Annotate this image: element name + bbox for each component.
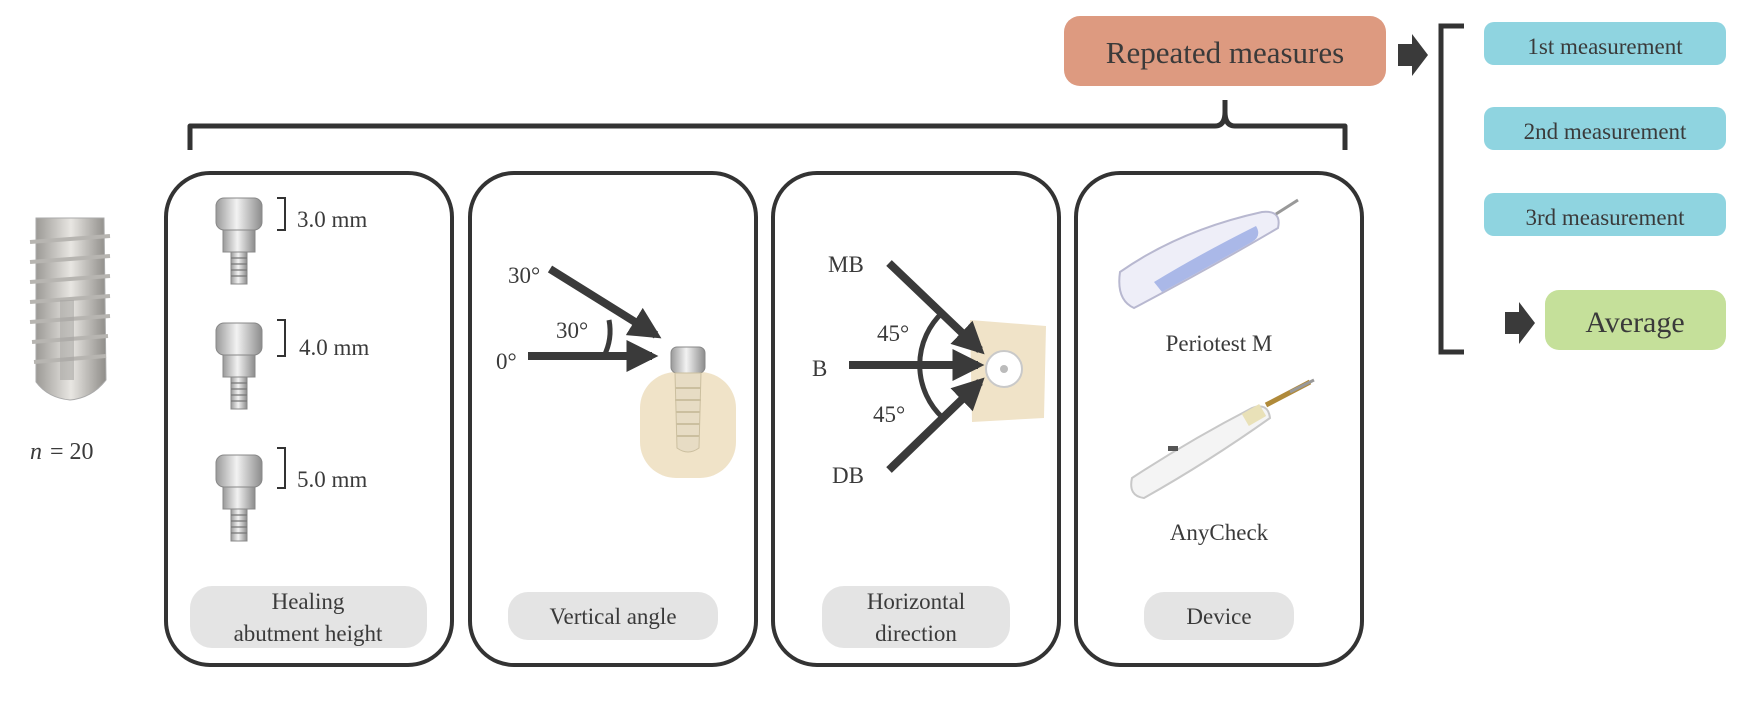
height-bracket — [277, 197, 286, 231]
average-label: Average — [1585, 306, 1684, 339]
angle-label-mid: 30° — [556, 318, 588, 343]
panel-caption: Device — [1186, 604, 1251, 629]
implant-icon — [670, 346, 706, 453]
arrow-mb — [886, 260, 985, 355]
height-label: 5.0 mm — [297, 467, 367, 492]
arrow-30-degree — [547, 265, 662, 339]
arrow-db — [886, 377, 985, 473]
panel-horizontal-direction: MB B DB 45° 45° Horizontal direction — [771, 171, 1061, 667]
panel-healing-abutment: 3.0 mm 4.0 mm 5.0 mm Healing abutment he… — [164, 171, 454, 667]
height-label: 4.0 mm — [299, 335, 369, 360]
anycheck-device-icon — [1130, 378, 1315, 500]
implant-sample: n = 20 — [29, 217, 111, 465]
direction-b: B — [812, 356, 827, 381]
panel-caption: Healing — [272, 589, 345, 614]
measurements-bracket — [1438, 23, 1464, 355]
arrow-right-icon — [1505, 302, 1535, 344]
panel-caption: abutment height — [234, 621, 383, 646]
height-bracket — [277, 447, 286, 489]
grouping-bracket — [187, 100, 1348, 150]
measurement-item: 2nd measurement — [1484, 107, 1726, 150]
panel-device: Periotest M AnyCheck Device — [1074, 171, 1364, 667]
repeated-measures-label: Repeated measures — [1106, 35, 1344, 70]
measurement-list: 1st measurement 2nd measurement 3rd meas… — [1484, 22, 1726, 236]
repeated-measures-box: Repeated measures — [1064, 16, 1386, 86]
angle-arc — [917, 310, 945, 420]
sample-n-value: = 20 — [50, 439, 94, 465]
measurement-label: 1st measurement — [1527, 34, 1683, 59]
panel-vertical-angle: 30° 30° 0° Vertical angle — [468, 171, 758, 667]
height-label: 3.0 mm — [297, 207, 367, 232]
average-box: Average — [1545, 290, 1726, 350]
direction-mb: MB — [828, 252, 864, 277]
angle-label-top: 30° — [508, 263, 540, 288]
angle-label-upper: 45° — [877, 321, 909, 346]
arrow-right-icon — [1398, 34, 1428, 76]
angle-arc — [601, 319, 613, 358]
angle-label-zero: 0° — [496, 349, 517, 374]
panel-caption: direction — [875, 621, 957, 646]
periotest-device-icon — [1118, 198, 1299, 310]
measurement-item: 3rd measurement — [1484, 193, 1726, 236]
direction-db: DB — [832, 463, 864, 488]
panel-caption: Horizontal — [867, 589, 965, 614]
panel-caption: Vertical angle — [549, 604, 676, 629]
height-bracket — [277, 319, 286, 357]
angle-label-lower: 45° — [873, 402, 905, 427]
sample-n-symbol: n — [30, 439, 42, 465]
device-label: AnyCheck — [1170, 520, 1269, 545]
measurement-label: 2nd measurement — [1524, 119, 1687, 144]
device-label: Periotest M — [1166, 331, 1273, 356]
measurement-label: 3rd measurement — [1525, 205, 1685, 230]
measurement-item: 1st measurement — [1484, 22, 1726, 65]
implant-icon — [29, 217, 111, 401]
